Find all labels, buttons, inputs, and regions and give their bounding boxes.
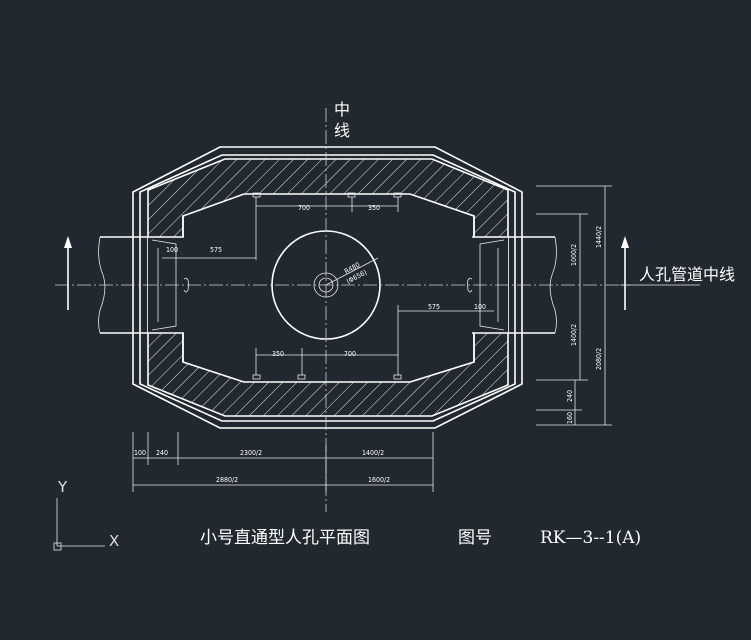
dim-100-left: 100 — [166, 246, 178, 254]
dim-575-left: 575 — [210, 246, 222, 254]
dim-v-1400-2: 1400/2 — [570, 324, 578, 346]
dim-b-2880-2: 2880/2 — [216, 476, 238, 484]
ucs-y-label: Y — [57, 478, 68, 496]
right-dim-lines — [536, 185, 612, 426]
left-break-line — [98, 236, 106, 334]
wall-inner-edge — [182, 193, 475, 383]
dim-575-right: 575 — [428, 303, 440, 311]
step-brackets — [252, 192, 402, 380]
radius-leader — [325, 257, 379, 286]
right-pipe-lines — [472, 216, 555, 362]
centerline-label-xian: 线 — [334, 121, 350, 140]
centerline-label-zhong: 中 — [334, 100, 350, 119]
left-pipe-lines — [100, 216, 184, 362]
bottom-dim-lines — [132, 432, 434, 492]
left-arrow-head — [64, 236, 72, 248]
wall-outer-edge — [147, 158, 509, 417]
drawing-no: RK—3--1(A) — [540, 528, 641, 548]
dim-b-1400-2: 1400/2 — [362, 449, 384, 457]
dim-v-240: 240 — [566, 390, 574, 402]
dim-v-160: 160 — [566, 412, 574, 424]
drawing-title: 小号直通型人孔平面图 — [200, 528, 370, 548]
dim-b-2300-2: 2300/2 — [240, 449, 262, 457]
dim-v-2080-2: 2080/2 — [595, 348, 603, 370]
dim-b-1600-2: 1600/2 — [368, 476, 390, 484]
dim-v-1440-2: 1440/2 — [595, 226, 603, 248]
pipe-centerline-label: 人孔管道中线 — [639, 265, 735, 284]
dim-b-240: 240 — [156, 449, 168, 457]
second-outline — [139, 154, 516, 422]
outer-outline — [132, 146, 523, 429]
hatched-wall — [148, 159, 508, 416]
ucs-icon: Y X — [53, 478, 119, 551]
drawing-no-label: 图号 — [458, 528, 492, 548]
interior-dim-lines — [162, 197, 494, 375]
dim-v-1000-2: 1000/2 — [570, 244, 578, 266]
right-arrow-head — [621, 236, 629, 248]
right-break-line — [549, 236, 557, 334]
dim-b-100: 100 — [134, 449, 146, 457]
dim-350-bottom: 350 — [272, 350, 284, 358]
right-hook — [467, 278, 473, 293]
ucs-x-label: X — [109, 532, 119, 550]
left-hook — [183, 278, 189, 293]
dim-350-top: 350 — [368, 204, 380, 212]
dim-700-bottom: 700 — [344, 350, 356, 358]
dim-100-right: 100 — [474, 303, 486, 311]
dim-700-top: 700 — [298, 204, 310, 212]
